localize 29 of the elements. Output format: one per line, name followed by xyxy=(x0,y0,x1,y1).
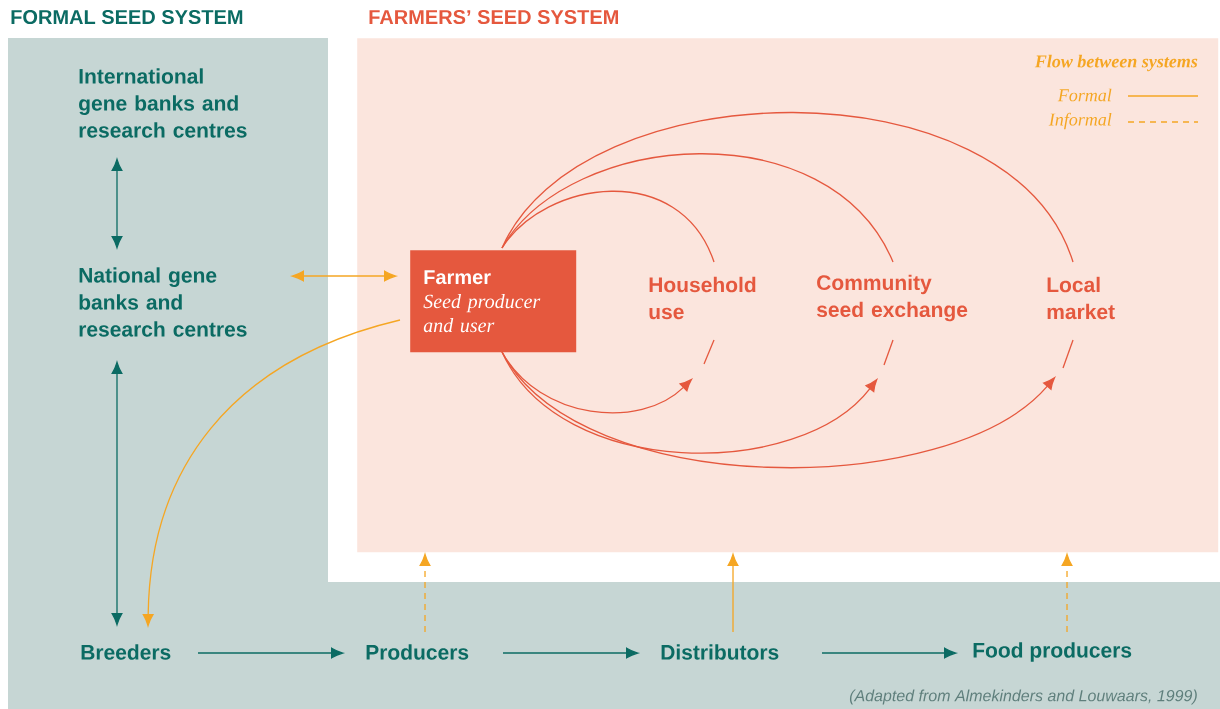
band-heading: FARMERS’ SEED SYSTEM xyxy=(369,9,618,25)
arrow xyxy=(502,647,639,659)
node-label: Distributors xyxy=(661,644,779,660)
legend-heading: Flow between systems xyxy=(1034,54,1198,72)
node-label: National gene banks and research centres xyxy=(79,267,247,337)
arrow xyxy=(501,351,1056,468)
caption: (Adapted from Almekinders and Louwaars, 1999) xyxy=(849,689,1197,705)
arrow xyxy=(821,647,957,659)
band-heading: FORMAL SEED SYSTEM xyxy=(11,9,243,25)
connector-line xyxy=(501,153,894,263)
arrow xyxy=(419,553,431,633)
node-label: International gene banks and research centres xyxy=(79,68,247,138)
arrow xyxy=(142,319,401,627)
arrow xyxy=(111,361,123,626)
node-label: Food producers xyxy=(973,642,1132,662)
node-label: Local market xyxy=(1047,276,1115,320)
node-label: Household use xyxy=(649,276,756,320)
node-label: Producers xyxy=(366,644,469,660)
connector-line xyxy=(501,111,1074,263)
node-label: Breeders xyxy=(81,644,171,660)
arrow xyxy=(197,647,344,659)
arrow xyxy=(727,553,739,633)
arrow xyxy=(111,158,123,249)
arrow xyxy=(1061,553,1073,633)
arrow xyxy=(291,270,397,282)
farmer-box: Farmer Seed producer and user xyxy=(410,250,577,353)
legend-item: Formal xyxy=(1057,88,1199,102)
legend-item: Informal xyxy=(1048,112,1199,130)
node-label: Community seed exchange xyxy=(816,274,968,322)
